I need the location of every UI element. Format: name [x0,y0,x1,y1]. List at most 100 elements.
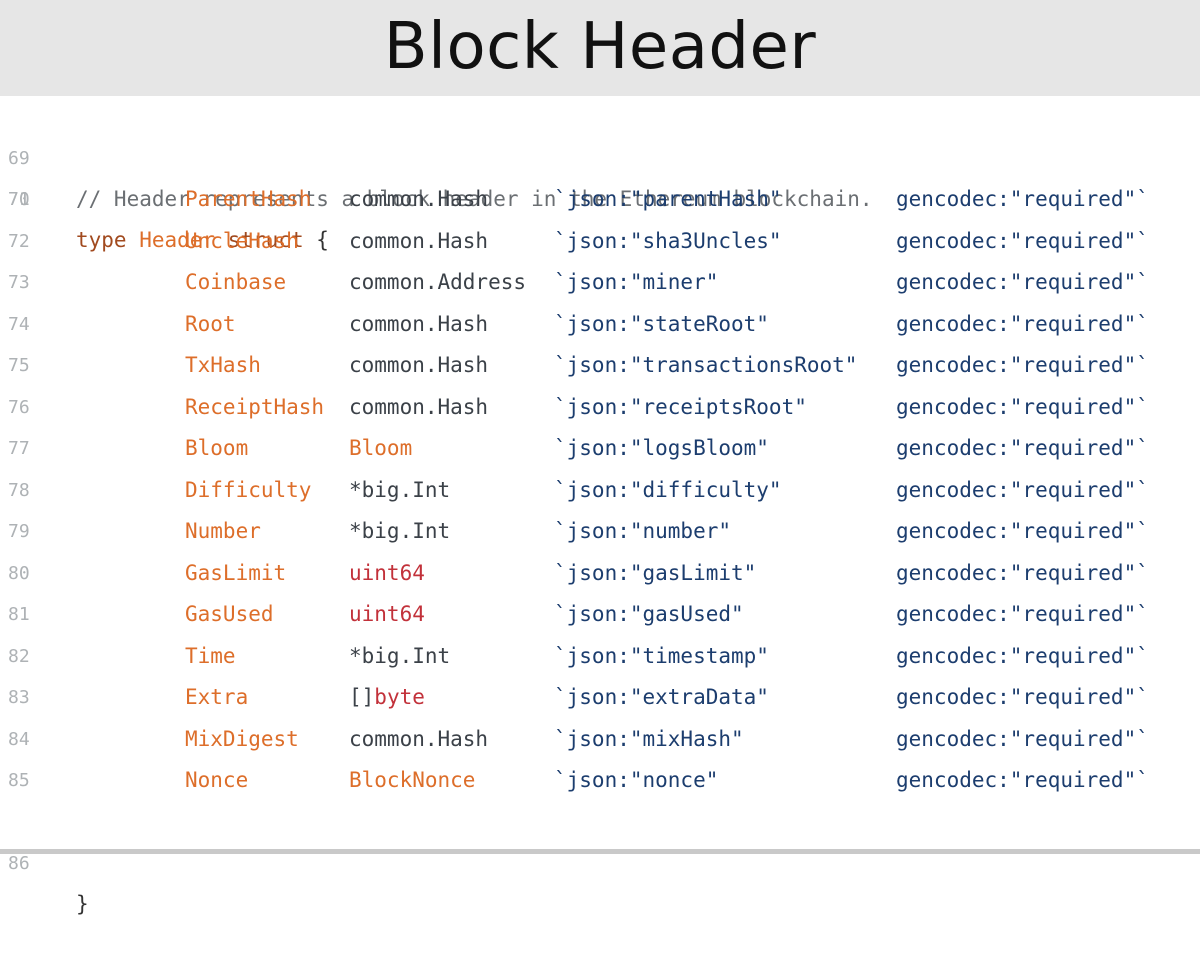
field-type: Bloom [349,428,412,469]
gencodec-tag: gencodec:"required"` [896,726,1149,751]
type-name: *big.Int [349,643,451,668]
type-name: Bloom [349,436,413,460]
line-number: 84 [8,728,30,750]
line-number: 70 [8,189,30,210]
json-tag: `json:"timestamp" [554,643,769,668]
code-line-field: 76 ReceiptHash common.Hash `json:"receiptsR… [0,387,1200,428]
open-brace: { [316,228,329,252]
keyword-type: type [76,228,127,252]
json-tag: `json:"logsBloom" [554,436,769,460]
field-type: common.Hash [349,304,488,345]
gencodec-tag: gencodec:"required"` [896,353,1149,377]
page-title: Block Header [383,10,817,84]
field-type: uint64 [349,594,425,635]
field-type: common.Hash [349,387,488,428]
field-name: Time [185,643,236,668]
field-name: ReceiptHash [185,394,325,419]
json-tag: `json:"sha3Uncles" [554,228,782,253]
struct-name: Header [139,228,216,252]
field-name: MixDigest [185,726,299,751]
gencodec-tag: gencodec:"required"` [896,311,1149,336]
field-type: *big.Int [349,511,450,552]
title-bar: Block Header [0,0,1200,96]
field-type: *big.Int [349,470,450,511]
field-name: Extra [185,685,249,709]
gencodec-tag: gencodec:"required"` [896,477,1149,502]
line-number: 78 [8,479,30,501]
field-type: *big.Int [349,636,450,677]
json-tag: `json:"extraData" [554,685,769,709]
field-type: []byte [349,677,425,718]
line-number: 71 [8,189,30,210]
gencodec-tag: gencodec:"required"` [896,270,1149,294]
field-name: ParentHash [185,187,312,211]
line-number: 74 [8,313,30,335]
json-tag: `json:"number" [554,519,732,543]
json-tag: `json:"difficulty" [554,477,782,502]
code-line-comment: 69 // Header represents a block header i… [0,97,1200,211]
type-name: *big.Int [349,477,451,502]
type-name: common.Hash [349,394,489,419]
field-name: Root [185,311,236,336]
close-brace: } [76,892,89,916]
code-line-field: 75 TxHash common.Hash `json:"transactionsRo… [0,345,1200,386]
code-line-close: 86 } [0,802,1200,916]
type-prefix: [] [349,685,375,709]
code-comment: // Header represents a block header in t… [76,187,873,211]
field-name: TxHash [185,353,261,377]
json-tag: `json:"nonce" [554,768,719,792]
struct-declaration: type Header struct { [76,220,329,261]
code-line-declaration: 70 type Header struct { [0,138,1200,252]
gencodec-tag: gencodec:"required"` [896,394,1149,419]
field-type: uint64 [349,553,425,594]
field-type: common.Hash [349,221,488,262]
field-type: BlockNonce [349,760,475,801]
type-name: common.Hash [349,353,489,377]
type-name: *big.Int [349,519,451,543]
line-number: 80 [8,562,30,584]
field-type: common.Hash [349,719,488,760]
field-name: Difficulty [185,477,312,502]
type-name: byte [374,685,425,709]
line-number: 75 [8,355,30,376]
field-name: Coinbase [185,270,287,294]
line-number: 83 [8,687,30,708]
line-number: 82 [8,645,30,667]
line-number: 85 [8,770,30,791]
gencodec-tag: gencodec:"required"` [896,228,1149,253]
code-line-field: 84 MixDigest common.Hash `json:"mixHash" gen… [0,719,1200,760]
field-type: common.Address [349,262,526,303]
json-tag: `json:"mixHash" [554,726,744,751]
type-name: common.Hash [349,726,489,751]
type-name: BlockNonce [349,768,476,792]
gencodec-tag: gencodec:"required"` [896,436,1149,460]
type-name: common.Hash [349,228,489,253]
field-name: GasLimit [185,560,287,585]
line-number: 81 [8,604,30,625]
json-tag: `json:"transactionsRoot" [554,353,858,377]
gencodec-tag: gencodec:"required"` [896,602,1149,626]
field-type: common.Hash [349,345,488,386]
line-number: 76 [8,396,30,418]
gencodec-tag: gencodec:"required"` [896,187,1149,211]
json-tag: `json:"gasLimit" [554,560,757,585]
code-line-field: 78 Difficulty *big.Int `json:"difficulty" ge… [0,470,1200,511]
json-tag: `json:"receiptsRoot" [554,394,807,419]
type-name: uint64 [349,602,425,626]
gencodec-tag: gencodec:"required"` [896,768,1149,792]
type-name: common.Hash [349,187,489,211]
gencodec-tag: gencodec:"required"` [896,519,1149,543]
code-listing: 69 // Header represents a block header i… [0,96,1200,916]
type-name: common.Address [349,270,527,294]
line-number: 73 [8,272,30,293]
line-number: 72 [8,230,30,252]
field-name: GasUsed [185,602,274,626]
